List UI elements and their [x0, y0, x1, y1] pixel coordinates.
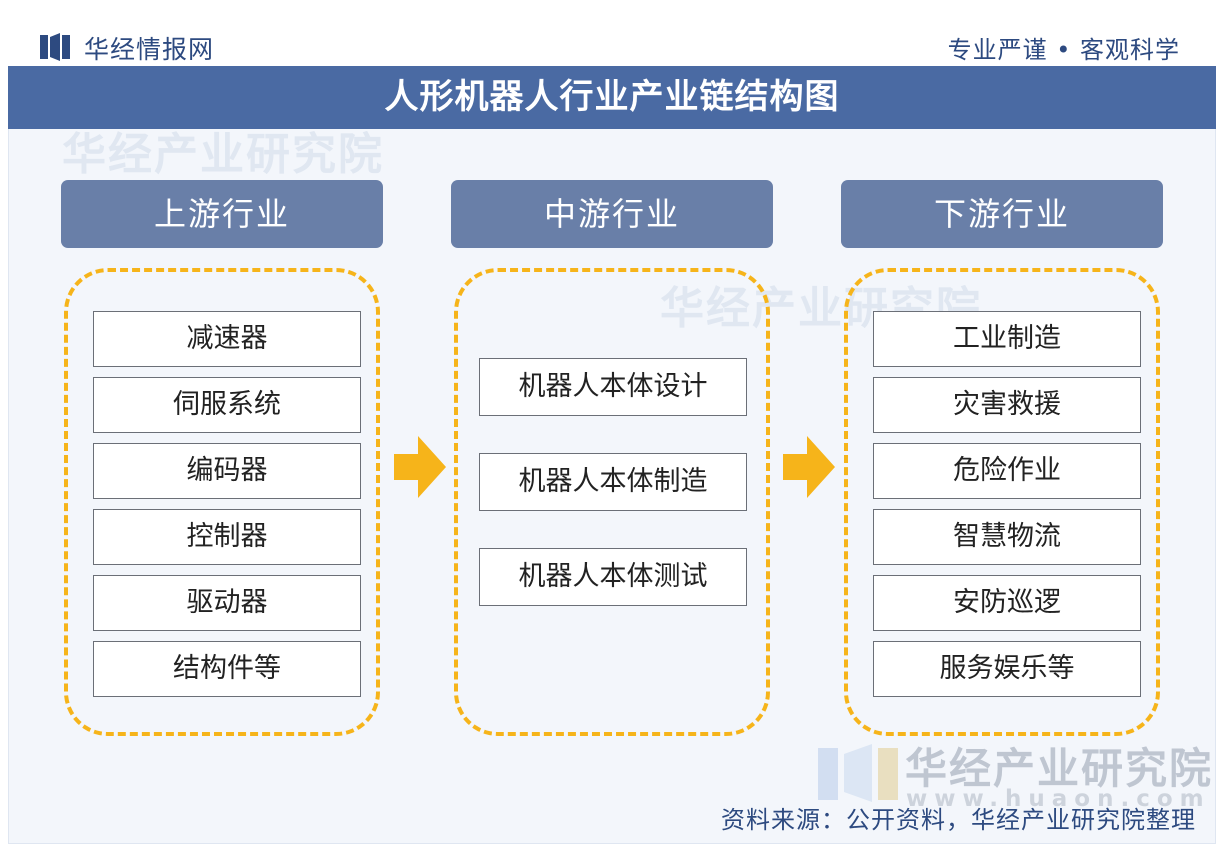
downstream-item: 安防巡逻 [873, 575, 1141, 631]
downstream-item: 危险作业 [873, 443, 1141, 499]
upstream-item: 结构件等 [93, 641, 361, 697]
downstream-item: 灾害救援 [873, 377, 1141, 433]
source-note: 资料来源：公开资料，华经产业研究院整理 [721, 806, 1196, 834]
brand-name: 华经情报网 [84, 35, 215, 64]
upstream-group [64, 268, 380, 736]
upstream-item: 编码器 [93, 443, 361, 499]
downstream-item: 智慧物流 [873, 509, 1141, 565]
upstream-item: 伺服系统 [93, 377, 361, 433]
logo-icon [40, 33, 70, 61]
upstream-header: 上游行业 [61, 180, 383, 248]
watermark-brand-name: 华经产业研究院 [905, 744, 1214, 793]
upstream-item: 驱动器 [93, 575, 361, 631]
midstream-item: 机器人本体制造 [479, 453, 747, 511]
watermark-logo-icon [818, 744, 898, 802]
midstream-item: 机器人本体测试 [479, 548, 747, 606]
downstream-item: 工业制造 [873, 311, 1141, 367]
upstream-item: 减速器 [93, 311, 361, 367]
midstream-header: 中游行业 [451, 180, 773, 248]
downstream-item: 服务娱乐等 [873, 641, 1141, 697]
diagram-title: 人形机器人行业产业链结构图 [8, 66, 1216, 129]
header-bar: 华经情报网 专业严谨 • 客观科学 [8, 8, 1216, 66]
brand-tagline: 专业严谨 • 客观科学 [947, 36, 1180, 64]
downstream-header: 下游行业 [841, 180, 1163, 248]
downstream-group [844, 268, 1160, 736]
midstream-item: 机器人本体设计 [479, 358, 747, 416]
midstream-group [454, 268, 770, 736]
arrow-right-icon [394, 436, 446, 498]
upstream-item: 控制器 [93, 509, 361, 565]
arrow-right-icon [783, 436, 835, 498]
watermark-url: www.huaon.com [906, 786, 1211, 812]
